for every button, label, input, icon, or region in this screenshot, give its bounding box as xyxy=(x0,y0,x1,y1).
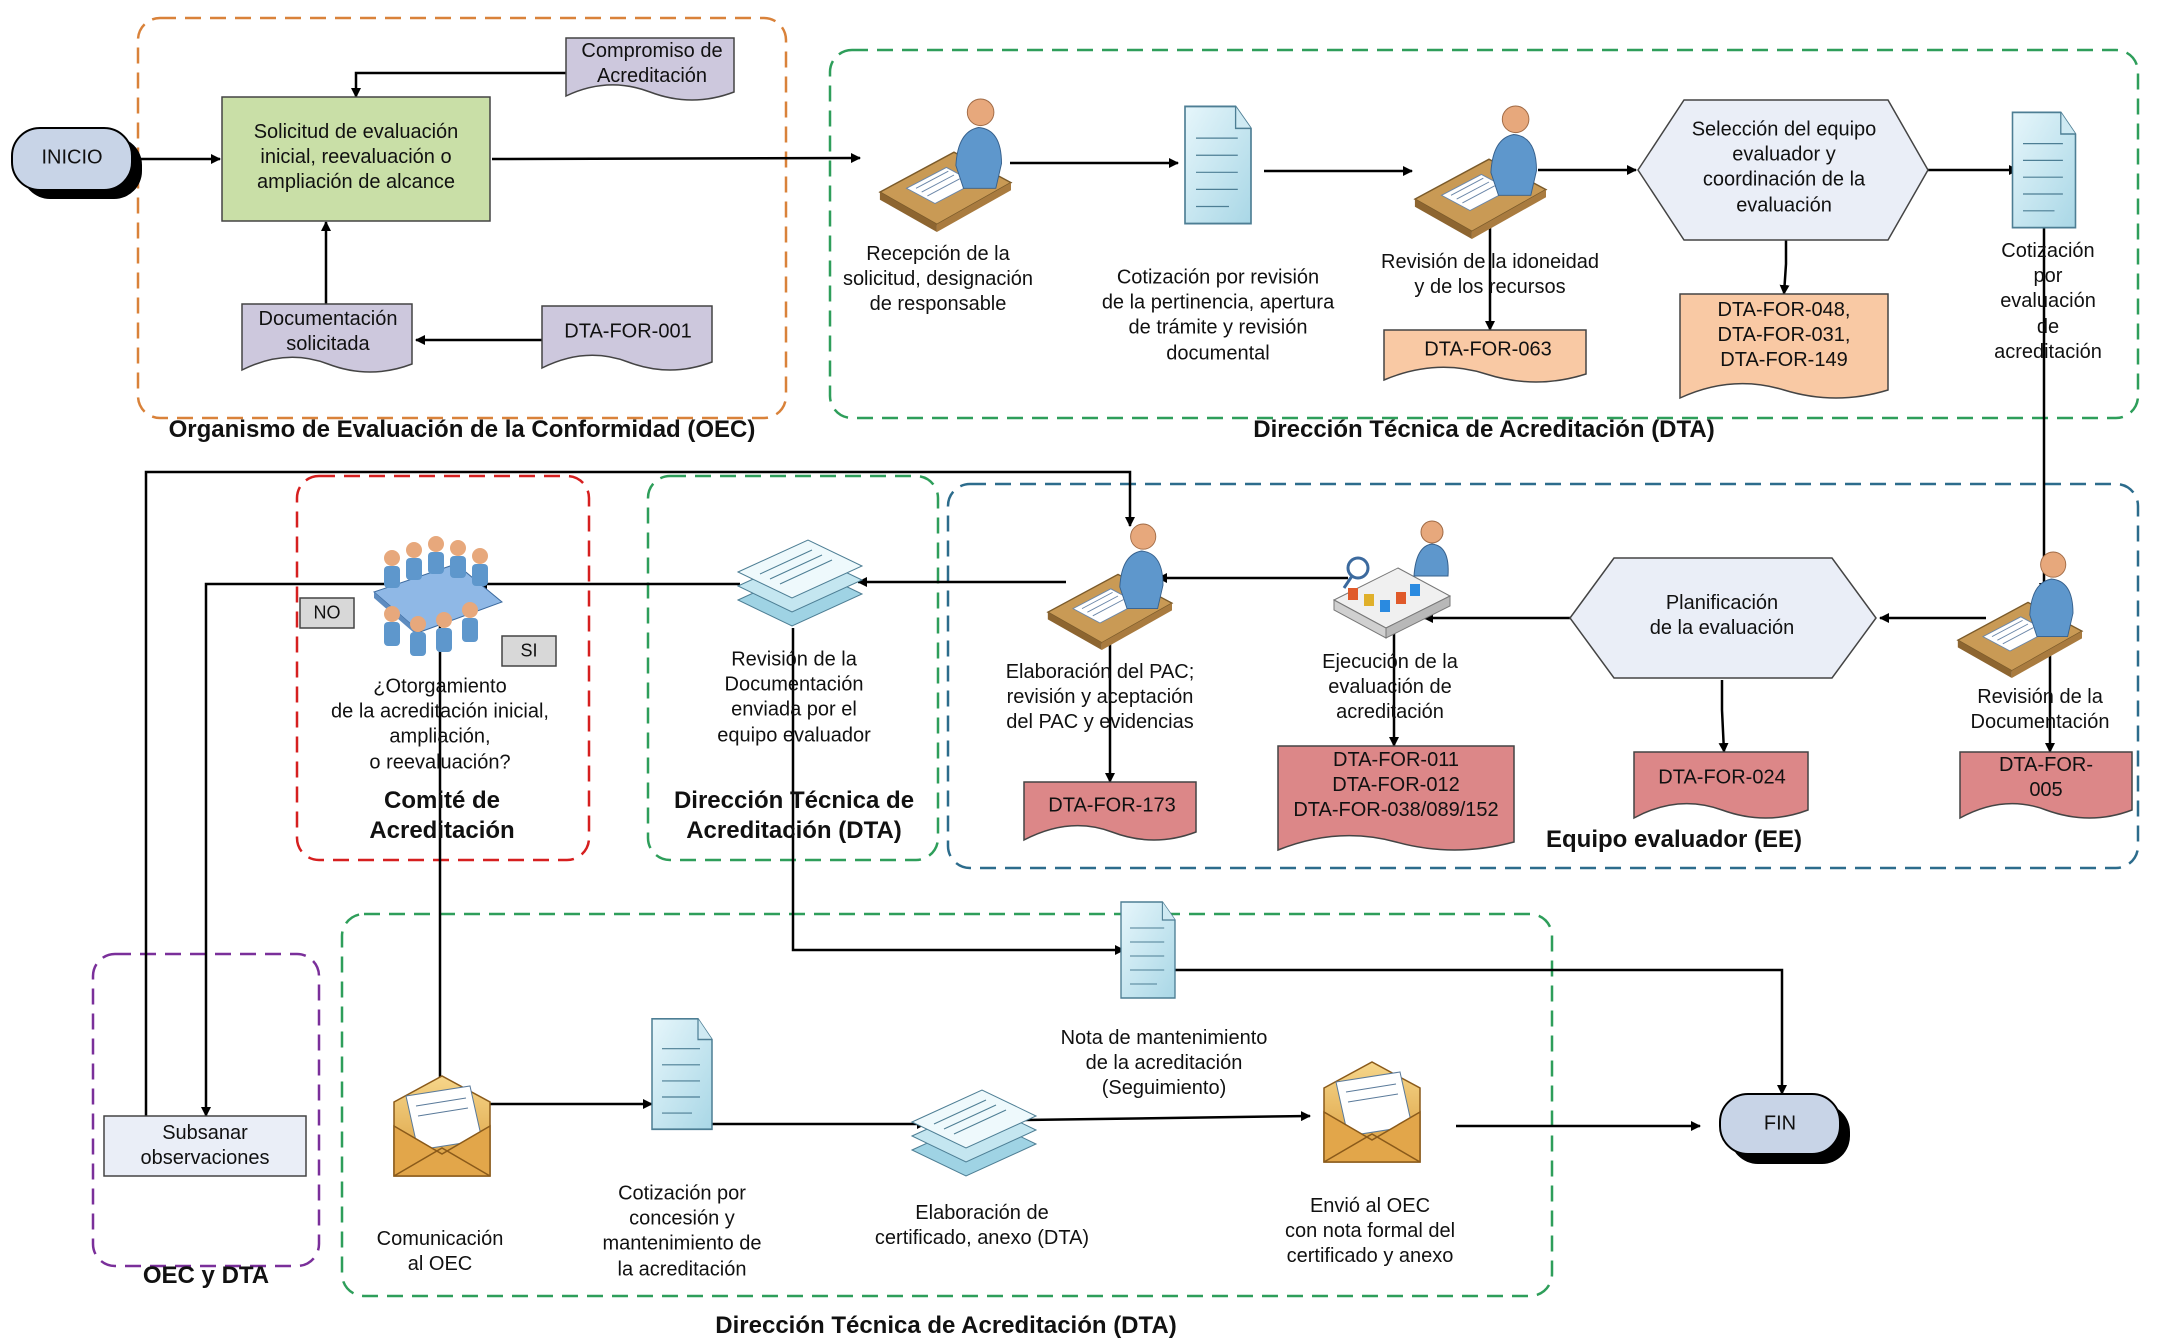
seleccion-label: Selección del equipo evaluador y coordin… xyxy=(1691,118,1877,217)
envio-envelope-icon xyxy=(1323,1061,1421,1163)
dtafor005-doc-shape xyxy=(1959,751,2133,820)
ejecucion-evaluation-lab-icon xyxy=(1332,519,1452,640)
lane-dta-mid-title: Dirección Técnica de Acreditación (DTA) xyxy=(673,786,915,844)
dtafor011-doc-shape xyxy=(1277,745,1515,852)
dtafor024-label: DTA-FOR-024 xyxy=(1658,766,1786,789)
revision-enviada-documents-icon xyxy=(737,539,863,627)
lane-comite-boundary xyxy=(295,474,591,862)
ejecucion-label: Ejecución de la evaluación de acreditaci… xyxy=(1322,651,1458,724)
lane-dta-bottom-boundary xyxy=(340,912,1554,1298)
arrow-comite-no-subsanar xyxy=(201,582,430,1117)
elaboracion-pac-person-desk-icon xyxy=(1047,523,1173,651)
arrow-solicitud-recepcion xyxy=(491,153,861,164)
inicio-terminal xyxy=(11,127,142,199)
arrow-certificado-envio xyxy=(1023,1111,1311,1122)
dtafor173-doc-shape xyxy=(1023,781,1197,842)
dtafor048-label: DTA-FOR-048, DTA-FOR-031, DTA-FOR-149 xyxy=(1717,299,1851,372)
dtafor173-label: DTA-FOR-173 xyxy=(1048,794,1176,817)
si-box xyxy=(501,635,557,667)
dtafor001-label: DTA-FOR-001 xyxy=(564,320,692,343)
arrow-compromiso-solicitud xyxy=(351,71,566,98)
documentacion-label: Documentación solicitada xyxy=(258,307,398,355)
arrow-nota-fin xyxy=(1172,968,1787,1095)
planificacion-hexagon xyxy=(1569,557,1877,679)
comite-meeting-icon xyxy=(373,535,503,657)
recepcion-label: Recepción de la solicitud, designación d… xyxy=(842,243,1034,316)
elaboracion-pac-label: Elaboración del PAC; revisión y aceptaci… xyxy=(1005,661,1195,734)
compromiso-label: Compromiso de Acreditación xyxy=(581,39,723,87)
recepcion-person-desk-icon xyxy=(879,98,1012,233)
comunicacion-label: Comunicación al OEC xyxy=(376,1227,504,1275)
lane-comite-title: Comité de Acreditación xyxy=(369,786,515,844)
lane-dta-top-boundary xyxy=(828,48,2140,420)
elaboracion-certificado-label: Elaboración de certificado, anexo (DTA) xyxy=(874,1201,1090,1249)
cotizacion-revision-document-icon xyxy=(1184,105,1252,225)
compromiso-doc-shape xyxy=(565,37,735,101)
dtafor048-doc-shape xyxy=(1679,293,1889,400)
no-label: NO xyxy=(313,602,341,623)
lane-dta-top-title: Dirección Técnica de Acreditación (DTA) xyxy=(1253,415,1715,443)
inicio-label: INICIO xyxy=(41,146,103,169)
arrow-revision-enviada-nota xyxy=(791,628,1125,955)
revision-idoneidad-label: Revisión de la idoneidad y de los recurs… xyxy=(1381,250,1599,298)
documentacion-doc-shape xyxy=(241,303,413,373)
fin-label: FIN xyxy=(1763,1112,1797,1135)
planificacion-label: Planificación de la evaluación xyxy=(1649,591,1795,639)
lane-oec-boundary xyxy=(136,16,788,420)
envio-oec-label: Envió al OEC con nota formal del certifi… xyxy=(1284,1195,1456,1268)
solicitud-box xyxy=(221,96,491,222)
arrow-planificacion-dtafor024 xyxy=(1718,680,1729,753)
lane-oec-title: Organismo de Evaluación de la Conformida… xyxy=(168,415,756,443)
dtafor005-label: DTA-FOR-005 xyxy=(1998,753,2094,801)
arrow-seleccion-dtafor048 xyxy=(1779,240,1790,295)
dtafor063-doc-shape xyxy=(1383,329,1587,383)
lane-ee-boundary xyxy=(946,482,2140,870)
solicitud-label: Solicitud de evaluación inicial, reevalu… xyxy=(253,121,459,194)
cotizacion-acreditacion-document-icon xyxy=(2011,111,2077,229)
cotizacion-revision-label: Cotización por revisión de la pertinenci… xyxy=(1101,266,1335,365)
cotizacion-concesion-document-icon xyxy=(651,1017,713,1131)
subsanar-box xyxy=(103,1115,307,1177)
elaboracion-certificado-documents-icon xyxy=(911,1089,1037,1177)
dtafor011-label: DTA-FOR-011 DTA-FOR-012 DTA-FOR-038/089/… xyxy=(1293,749,1499,822)
dtafor024-doc-shape xyxy=(1633,751,1809,820)
si-label: SI xyxy=(520,640,538,661)
nota-mantenimiento-label: Nota de mantenimiento de la acreditación… xyxy=(1060,1027,1268,1100)
revision-doc-enviada-label: Revisión de la Documentación enviada por… xyxy=(717,648,871,747)
revision-documentacion-label: Revisión de la Documentación xyxy=(1970,685,2110,733)
revision-doc-person-desk-icon xyxy=(1957,551,2083,679)
otorgamiento-label: ¿Otorgamiento de la acreditación inicial… xyxy=(331,675,549,774)
dtafor001-doc-shape xyxy=(541,305,713,371)
cotizacion-concesion-label: Cotización por concesión y mantenimiento… xyxy=(602,1182,762,1281)
lane-oec-dta-title: OEC y DTA xyxy=(142,1261,270,1289)
lane-ee-title: Equipo evaluador (EE) xyxy=(1545,825,1803,853)
nota-mantenimiento-document-icon xyxy=(1120,901,1176,999)
comunicacion-envelope-icon xyxy=(393,1075,491,1177)
seleccion-hexagon xyxy=(1637,99,1929,241)
lane-dta-bottom-title: Dirección Técnica de Acreditación (DTA) xyxy=(715,1311,1177,1339)
no-box xyxy=(299,597,355,629)
cotizacion-acreditacion-label: Cotización por evaluación de acreditació… xyxy=(1994,240,2102,363)
dtafor063-label: DTA-FOR-063 xyxy=(1424,338,1552,361)
fin-terminal xyxy=(1719,1093,1850,1164)
arrow-subsanar-elaboracion xyxy=(144,470,1135,1118)
subsanar-label: Subsanar observaciones xyxy=(140,1121,270,1169)
revision-idoneidad-person-desk-icon xyxy=(1414,105,1547,240)
